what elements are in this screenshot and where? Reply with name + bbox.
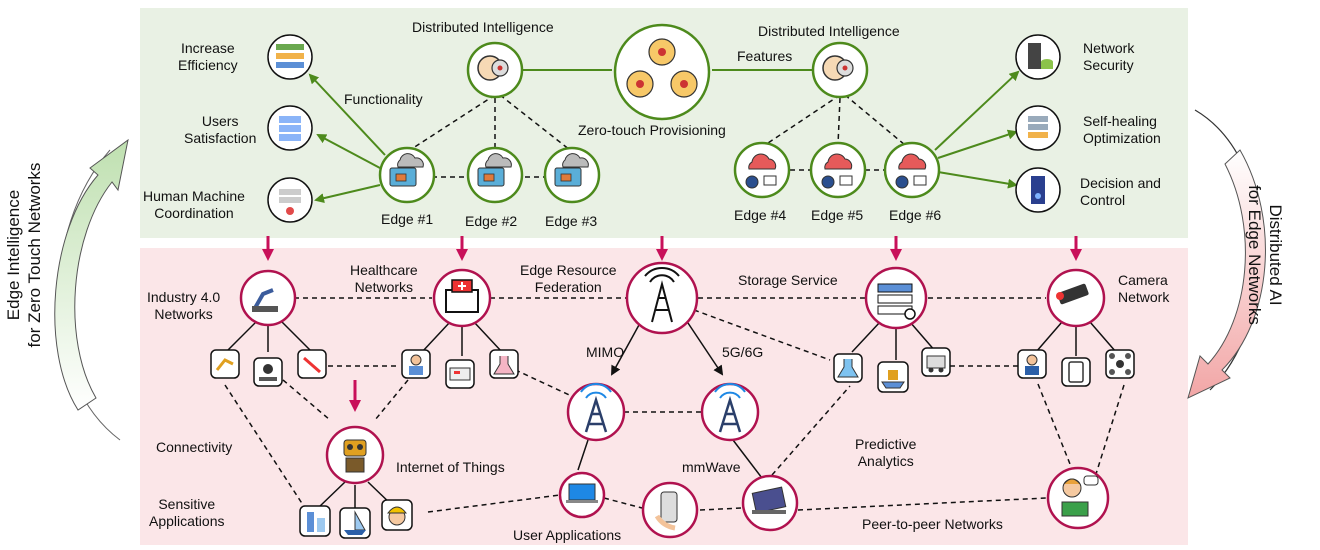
edge-4-node [733,141,791,199]
users-satisfaction-label: Users Satisfaction [184,113,257,146]
laptop-node [741,474,799,532]
p2p-label: Peer-to-peer Networks [862,516,1003,532]
mmwave-phone-node [641,481,699,539]
distributed-intelligence-right-label: Distributed Intelligence [758,23,900,39]
top-green-links [308,69,1020,204]
self-healing-icon [1015,105,1061,151]
edge-resource-node [625,261,699,335]
left-curved-arrow [54,138,129,441]
healthcare-node [432,268,492,328]
5g6g-node [700,382,760,442]
doctor-box-icon [401,349,431,379]
5g6g-label: 5G/6G [722,344,764,360]
edge-6-label: Edge #6 [889,207,942,223]
edge-2-node [466,146,524,204]
edge-1-label: Edge #1 [381,211,434,227]
distributed-intelligence-left-label: Distributed Intelligence [412,19,554,35]
bottom-dashed-links [224,297,1125,513]
distributed-intelligence-right-node [811,41,869,99]
right-curved-arrow [1187,109,1266,399]
welding-box-icon [297,349,327,379]
functionality-label: Functionality [344,91,423,107]
industry-label: Industry 4.0 Networks [147,289,221,322]
camera-node [1046,268,1106,328]
mimo-node [566,382,626,442]
sensitive-label: Sensitive Applications [149,496,225,529]
zero-touch-label: Zero-touch Provisioning [578,122,726,138]
edge-resource-label: Edge Resource Federation [520,262,617,295]
p2p-node [1046,466,1110,530]
iot-node [325,425,385,485]
edge-5-node [809,141,867,199]
network-security-label: Network Security [1083,40,1135,73]
storage-label: Storage Service [738,272,838,288]
storage-node [864,266,928,330]
increase-efficiency-icon [267,34,313,80]
user-apps-node [558,471,606,519]
distributed-intelligence-left-node [466,41,524,99]
edge-3-label: Edge #3 [545,213,598,229]
vehicle-box-icon [921,347,951,377]
conveyor-box-icon [253,357,283,387]
connectivity-label: Connectivity [156,439,233,455]
self-healing-label: Self-healing Optimization [1083,113,1161,146]
network-security-icon [1015,34,1061,80]
water-box-icon [299,505,331,537]
decision-control-icon [1015,167,1061,213]
human-machine-icon [267,177,313,223]
ambulance-box-icon [445,359,475,389]
industry-node [239,269,297,327]
edge-3-node [543,146,601,204]
lab-box-icon [489,349,519,379]
flask-box-icon [833,353,863,383]
decision-control-label: Decision and Control [1080,175,1161,208]
pink-down-arrows [262,236,1082,412]
features-label: Features [737,48,793,64]
engineer-box-icon [381,499,413,531]
camera-label: Camera Network [1118,272,1170,305]
edge-2-label: Edge #2 [465,213,518,229]
healthcare-label: Healthcare Networks [350,262,418,295]
right-side-label: Distributed AI for Edge Networks [1245,185,1285,325]
edge-1-node [378,146,436,204]
worker-box-icon [1017,349,1047,379]
robot-arm-box-icon [210,349,240,379]
users-satisfaction-icon [267,105,313,151]
edge-4-label: Edge #4 [734,207,787,223]
ship-box-icon [877,361,909,393]
drone-box-icon [1105,349,1135,379]
sailboat-box-icon [339,507,371,539]
top-dashed-links [409,94,906,178]
mmwave-label: mmWave [682,459,741,475]
human-machine-label: Human Machine Coordination [143,188,245,221]
user-apps-label: User Applications [513,527,622,543]
mimo-label: MIMO [586,344,625,360]
iot-label: Internet of Things [396,459,505,475]
left-side-label: Edge Intelligence for Zero Touch Network… [4,162,44,348]
zero-touch-node [613,23,711,121]
phone-cart-box-icon [1061,357,1091,387]
predictive-label: Predictive Analytics [855,436,917,469]
edge-6-node [883,141,941,199]
edge-5-label: Edge #5 [811,207,864,223]
increase-efficiency-label: Increase Efficiency [178,40,238,73]
